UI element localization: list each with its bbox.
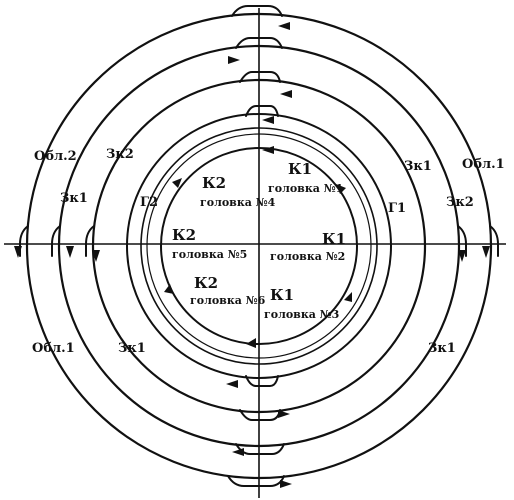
head-5-name: головка №5 [172, 248, 247, 261]
arrow-top-3 [280, 90, 292, 98]
ring-g [126, 113, 392, 379]
ring-group [25, 12, 493, 480]
bump-top-outer [231, 5, 283, 17]
bump-top-zk1 [239, 71, 281, 83]
head-1-k: К1 [288, 160, 312, 178]
ring-zk1 [91, 78, 427, 414]
arrow-head-4 [172, 178, 182, 188]
bump-right-zk2 [457, 225, 467, 257]
label-obl1-upper: Обл.1 [462, 157, 505, 172]
arrow-bottom-4 [280, 480, 292, 488]
head-3-k: К1 [270, 286, 294, 304]
arrow-right-1 [482, 246, 490, 258]
bump-bottom-g [245, 375, 279, 387]
label-zk2-right: Зк2 [446, 195, 474, 210]
flow-arrows [14, 22, 490, 488]
arrow-head-5 [164, 284, 174, 294]
ring-inner-double-outer [140, 127, 378, 365]
arrow-right-2 [458, 250, 466, 262]
bump-bottom-zk2 [235, 443, 285, 455]
arrow-top-4 [262, 116, 274, 124]
head-1-name: головка №1 [268, 182, 343, 195]
head-6-k: К2 [194, 274, 218, 292]
label-zk1-left-upper: Зк1 [60, 191, 88, 206]
arrow-left-2 [66, 246, 74, 258]
ring-inner-double-inner [146, 133, 372, 359]
label-zk2-left: Зк2 [106, 147, 134, 162]
label-obl2: Обл.2 [34, 149, 77, 164]
label-zk1-left-lower: Зк1 [118, 341, 146, 356]
arrow-bottom-3 [232, 448, 244, 456]
head-5-k: К2 [172, 226, 196, 244]
arrow-head-2 [344, 292, 352, 302]
bump-left-zk2 [51, 225, 61, 257]
arrow-head-1 [336, 184, 346, 194]
head-6-name: головка №6 [190, 294, 266, 307]
arrow-top-2 [228, 56, 240, 64]
bump-top-zk2 [235, 37, 283, 49]
arrow-left-3 [92, 250, 100, 262]
ring-heads [160, 147, 358, 345]
ring-outer-obl [25, 12, 493, 480]
bump-top-g [245, 105, 279, 117]
arrow-head-6 [262, 146, 274, 154]
arrow-bottom-2 [278, 410, 290, 418]
arrow-left-1 [14, 246, 22, 258]
label-g1: Г1 [388, 201, 406, 216]
head-2-k: К1 [322, 230, 346, 248]
bump-left-outer [19, 225, 29, 257]
label-obl1-lower: Обл.1 [32, 341, 75, 356]
head-4-name: головка №4 [200, 196, 276, 209]
label-zk1-right-lower: Зк1 [428, 341, 456, 356]
head-labels: К1 головка №1 К1 головка №2 К1 головка №… [172, 160, 346, 321]
label-zk1-right-upper: Зк1 [404, 159, 432, 174]
head-3-name-line1: головка №3 [264, 308, 339, 321]
head-2-name: головка №2 [270, 250, 345, 263]
bump-left-zk1 [85, 225, 95, 257]
head-4-k: К2 [202, 174, 226, 192]
arrow-head-3 [246, 338, 256, 348]
label-g2: Г2 [140, 195, 158, 210]
ring-zk2 [57, 44, 461, 448]
arrow-top-1 [278, 22, 290, 30]
ring-labels: Обл.2 Обл.1 Обл.1 Зк2 Зк2 Зк1 Зк1 Зк1 Зк… [32, 147, 505, 356]
bump-right-outer [489, 225, 499, 257]
arrow-bottom-1 [226, 380, 238, 388]
